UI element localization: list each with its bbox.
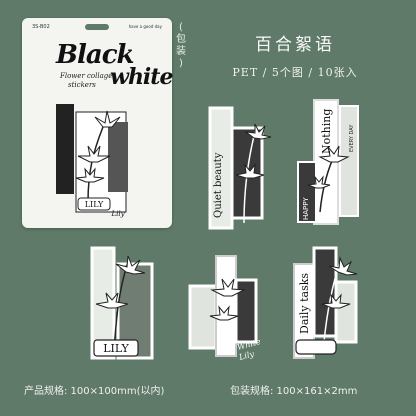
svg-text:Daily tasks: Daily tasks: [298, 273, 311, 334]
sticker-package: 3S-B02 have a good day Black white Flowe…: [22, 18, 173, 228]
svg-text:LILY: LILY: [85, 200, 104, 209]
package-side-label: ( 包 装 ): [176, 22, 186, 69]
package-code: 3S-B02: [32, 24, 50, 30]
sticker-nothing-happy: Nothing HAPPY EVERY DAY: [297, 99, 359, 225]
svg-text:Quiet beauty: Quiet beauty: [213, 152, 224, 218]
sticker-daily-tasks: Daily tasks: [293, 246, 358, 359]
product-title: 百合絮语: [255, 35, 335, 55]
sticker-lily: LILY: [90, 246, 154, 360]
product-subtitle: PET / 5个图 / 10张入: [232, 66, 358, 79]
sticker-quiet-beauty: Quiet beauty: [208, 106, 272, 230]
package-subtitle-2: stickers: [68, 81, 96, 89]
svg-text:Lily: Lily: [110, 210, 125, 218]
svg-text:Nothing: Nothing: [320, 109, 333, 154]
package-title-black: Black: [56, 40, 135, 70]
package-spec: 包装规格: 100×161×2mm: [230, 386, 358, 397]
package-title-white: white: [110, 64, 173, 90]
lily-collage-art: LILY Lily: [56, 104, 128, 218]
svg-text:LILY: LILY: [103, 342, 129, 355]
hang-hole: [85, 24, 109, 30]
svg-text:EVERY DAY: EVERY DAY: [349, 124, 355, 152]
sticker-white-lily: White Lily: [188, 255, 262, 362]
svg-text:HAPPY: HAPPY: [302, 197, 310, 220]
package-top-text: have a good day: [128, 24, 162, 29]
product-spec: 产品规格: 100×100mm(以内): [24, 386, 165, 397]
svg-text:Lily: Lily: [237, 349, 255, 362]
package-subtitle-1: Flower collage: [60, 72, 113, 80]
